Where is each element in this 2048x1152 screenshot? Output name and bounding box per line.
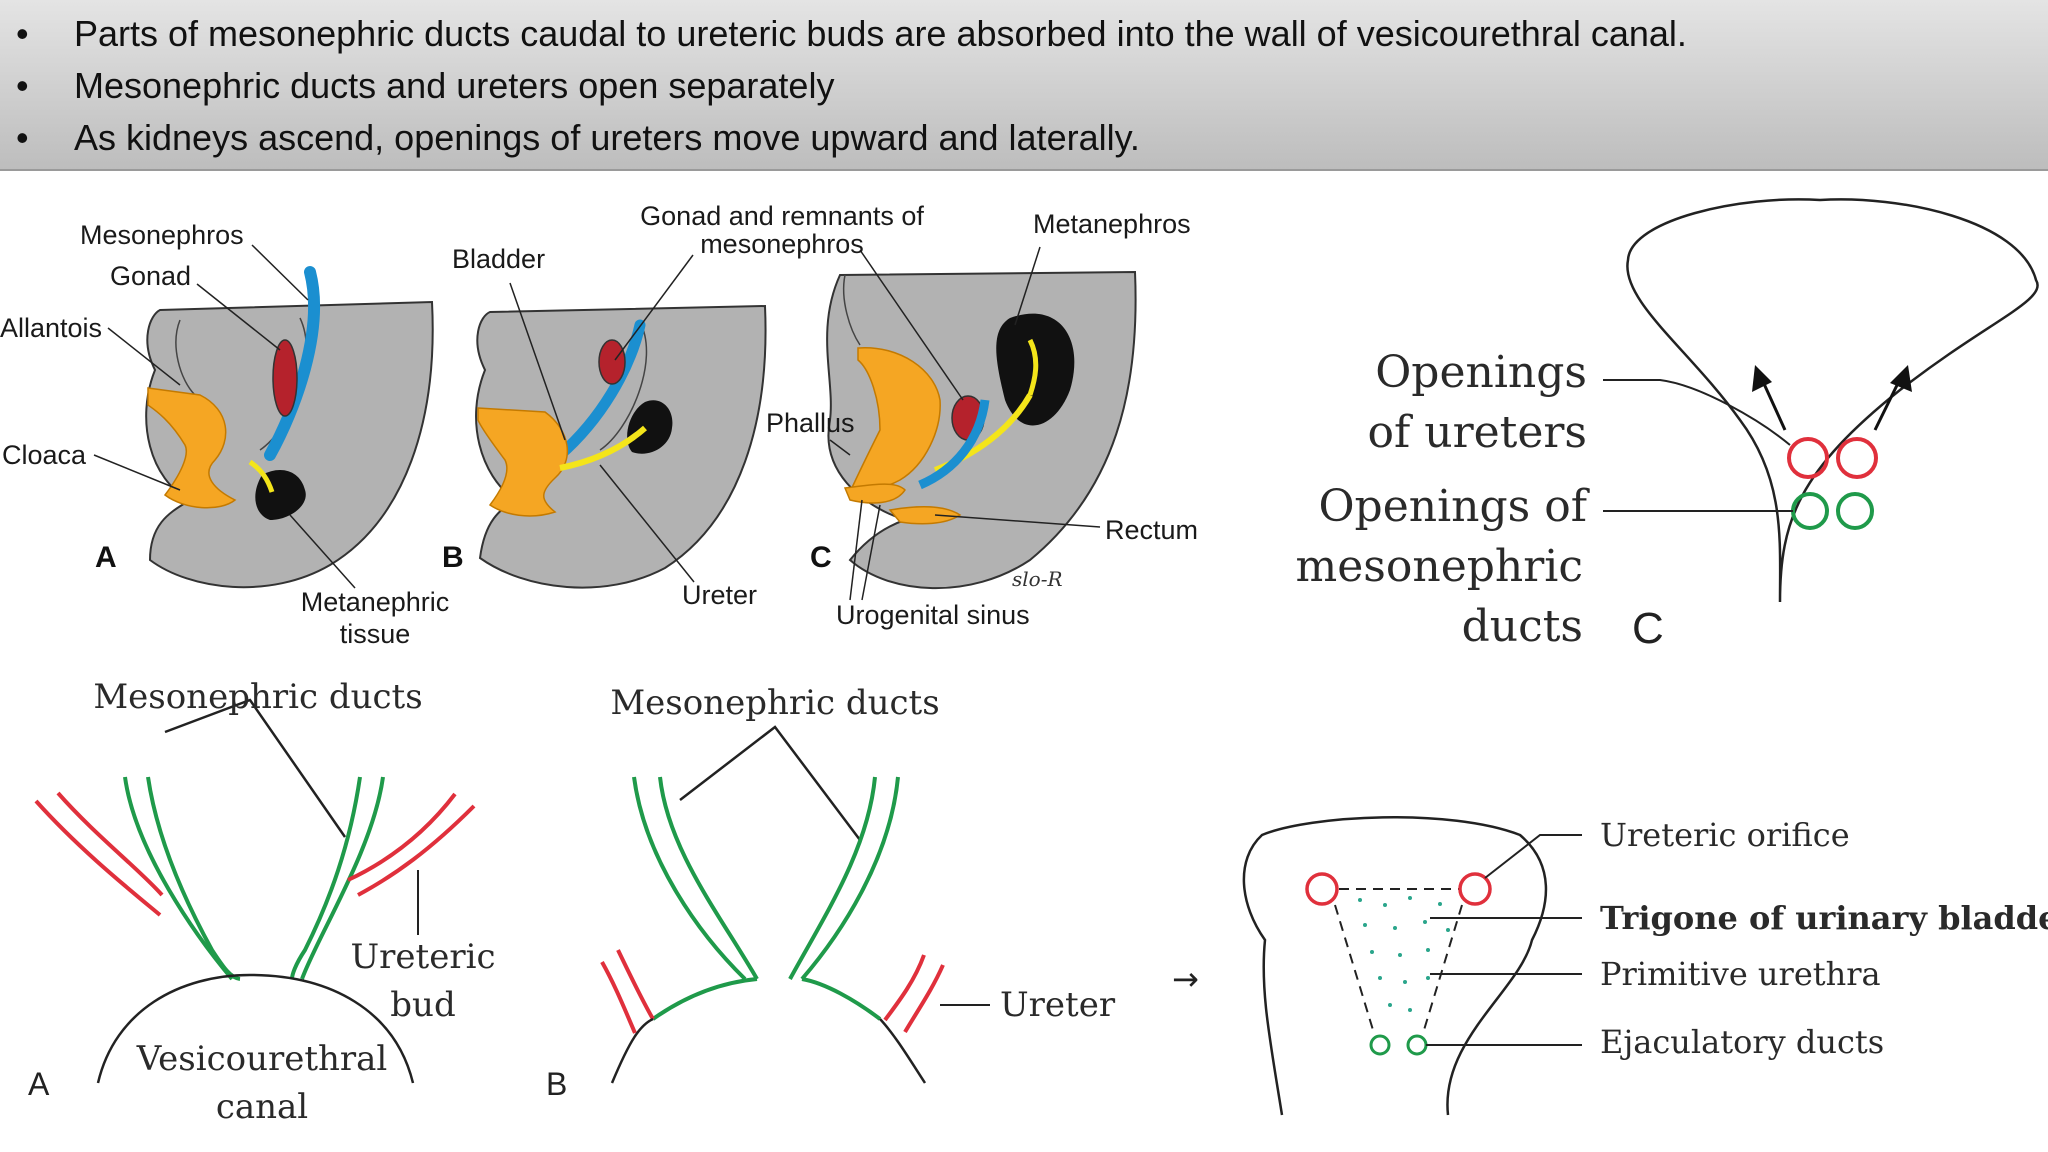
label-rectum: Rectum <box>1105 515 1198 545</box>
bullet-text: Parts of mesonephric ducts caudal to ure… <box>74 13 1687 54</box>
arrow-right-icon: → <box>1172 960 1199 998</box>
ureter-left <box>600 961 637 1034</box>
label-ureter: Ureter <box>682 580 757 610</box>
label-gonad-remnants-line1: Gonad and remnants of <box>640 201 924 231</box>
label-mesonephric-ducts-b: Mesonephric ducts <box>610 683 939 723</box>
metanephros-shape <box>627 400 673 454</box>
embryo-diagram-a <box>145 266 434 589</box>
label-openings-ureters-line1: Openings <box>1375 347 1587 398</box>
figure-canvas: Mesonephros Gonad Allantois Cloaca Metan… <box>0 198 2048 1127</box>
ureteric-bud-left <box>34 799 162 917</box>
label-trigone: Trigone of urinary bladder <box>1600 899 2048 937</box>
label-phallus: Phallus <box>766 408 855 438</box>
label-canal-line1: Vesicourethral <box>136 1039 388 1079</box>
label-ejaculatory-ducts: Ejaculatory ducts <box>1600 1023 1884 1061</box>
panel-letter-c: C <box>810 541 832 574</box>
leader-ureters <box>1603 379 1791 446</box>
ducts-diagram-a <box>34 698 476 1084</box>
label-cloaca: Cloaca <box>2 440 87 470</box>
label-ureter-b: Ureter <box>1000 985 1116 1025</box>
label-openings-ducts-line1: Openings of <box>1318 481 1589 532</box>
label-allantois: Allantois <box>0 313 102 343</box>
vesicourethral-canal-outline <box>96 973 415 1084</box>
label-ureteric-bud-line1: Ureteric <box>351 937 496 977</box>
ejaculatory-duct-right <box>1406 1034 1428 1056</box>
bullet-banner: • Parts of mesonephric ducts caudal to u… <box>0 0 2048 171</box>
trigone-dots <box>1358 896 1450 1012</box>
mesonephric-duct-shape <box>554 319 646 461</box>
label-ureteric-bud-line2: bud <box>390 985 455 1025</box>
bullet-text: As kidneys ascend, openings of ureters m… <box>74 117 1140 158</box>
bladder-openings-diagram <box>1603 198 2039 603</box>
panel-letter-b2: B <box>546 1066 567 1102</box>
embryo-diagram-b <box>475 304 767 589</box>
cloaca-shape <box>147 387 237 509</box>
panel-letter-c2: C <box>1632 604 1664 653</box>
bullet-text: Mesonephric ducts and ureters open separ… <box>74 65 835 106</box>
label-primitive-urethra: Primitive urethra <box>1600 955 1881 993</box>
bladder-outline-shape <box>1242 816 1548 1116</box>
panel-letter-b: B <box>442 541 464 574</box>
arrow-head-left-icon <box>1752 365 1772 392</box>
ureter-shape <box>559 425 647 471</box>
bladder-shape <box>477 407 569 517</box>
label-openings-ureters-line2: of ureters <box>1367 407 1587 458</box>
trigone-diagram <box>1242 816 1582 1116</box>
label-urogenital-sinus: Urogenital sinus <box>836 600 1030 630</box>
embryo-diagram-c <box>826 270 1137 590</box>
label-metanephros: Metanephros <box>1033 209 1191 239</box>
ureteric-orifice-left <box>1305 872 1339 906</box>
label-openings-ducts-line3: ducts <box>1462 601 1583 652</box>
mesonephric-duct-shape <box>918 399 990 490</box>
ureteric-orifice-right <box>1458 872 1492 906</box>
ureteric-bud-right <box>347 792 457 882</box>
rectum-shape <box>888 505 962 525</box>
mesonephric-duct-right <box>800 776 900 981</box>
ejaculatory-duct-left <box>1369 1034 1391 1056</box>
embryo-body-shape <box>145 300 434 589</box>
ureter-opening-right <box>1836 437 1878 479</box>
panel-letter-a2: A <box>28 1066 50 1102</box>
label-gonad-remnants-line2: mesonephros <box>700 229 864 259</box>
label-mesonephric-ducts-a: Mesonephric ducts <box>93 677 422 717</box>
embryo-leader-lines <box>93 244 1101 601</box>
label-gonad: Gonad <box>110 261 191 291</box>
label-metanephric-tissue-line2: tissue <box>340 619 411 649</box>
gonad-shape <box>272 339 298 417</box>
mesonephric-duct-shape <box>264 266 320 461</box>
bullet-dot-icon: • <box>16 117 29 158</box>
arrow-head-right-icon <box>1890 365 1912 392</box>
signature-mark: slo-R <box>1012 567 1063 591</box>
ducts-diagram-b <box>600 725 990 1084</box>
label-canal-line2: canal <box>216 1087 308 1127</box>
duct-opening-right <box>1836 492 1874 530</box>
bullet-dot-icon: • <box>16 13 29 54</box>
gonad-shape <box>598 339 626 385</box>
label-mesonephros: Mesonephros <box>80 220 244 250</box>
label-ureteric-orifice: Ureteric orifice <box>1600 816 1850 854</box>
urogenital-sinus-shape <box>843 483 906 504</box>
mesonephric-duct-left <box>632 776 747 981</box>
mesonephric-duct-right-outer <box>300 776 385 980</box>
label-bladder: Bladder <box>452 244 545 274</box>
ureter-opening-left <box>1787 437 1829 479</box>
bladder-outline-shape <box>1626 198 2039 603</box>
label-openings-ducts-line2: mesonephric <box>1296 541 1583 592</box>
label-metanephric-tissue-line1: Metanephric <box>301 587 450 617</box>
duct-opening-left <box>1791 492 1829 530</box>
bullet-dot-icon: • <box>16 65 29 106</box>
ureter-right <box>883 954 926 1022</box>
panel-letter-a: A <box>95 541 117 574</box>
